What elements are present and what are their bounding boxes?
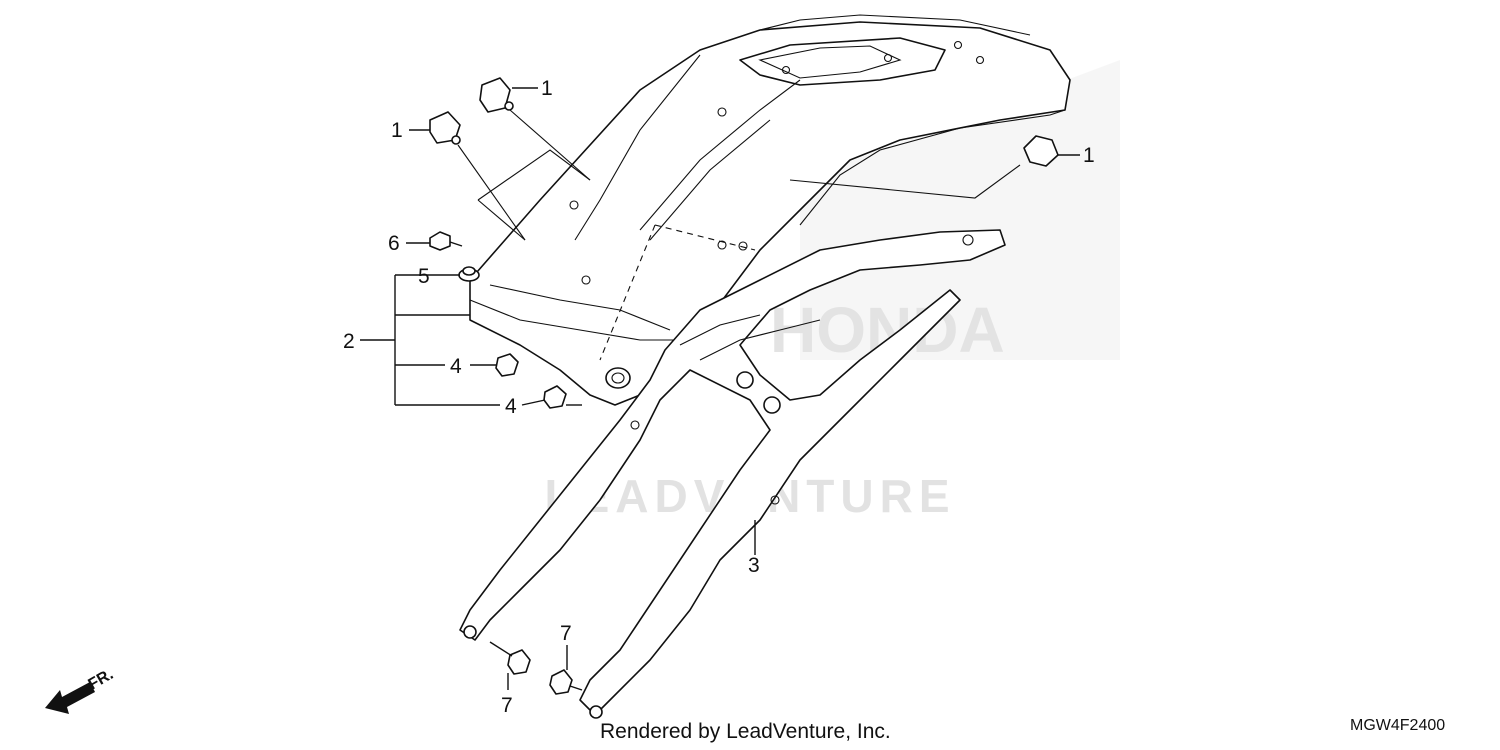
bolt-part-6 (429, 231, 463, 251)
nut-part-4-b (543, 385, 567, 409)
bolt-part-7-b (549, 669, 583, 695)
callout-4-upper: 4 (450, 355, 462, 378)
rear-frame-bracket (459, 229, 1006, 719)
callout-7-right: 7 (560, 622, 572, 645)
callout-2: 2 (343, 330, 355, 353)
callout-4-lower: 4 (505, 395, 517, 418)
clip-part-1-b (429, 111, 461, 145)
rear-fender (469, 14, 1071, 406)
callout-1-top: 1 (541, 77, 553, 100)
callout-7-left: 7 (501, 694, 513, 717)
diagram-code: MGW4F2400 (1350, 717, 1445, 734)
callout-5: 5 (418, 265, 430, 288)
grommet-part-5 (458, 266, 480, 282)
nut-part-4-a (495, 353, 519, 377)
leader-lines (360, 87, 1080, 690)
bolt-part-7-a (489, 641, 531, 675)
clip-part-1-a (479, 77, 514, 113)
callout-1-right: 1 (1083, 144, 1095, 167)
callout-1-left: 1 (391, 119, 403, 142)
rendered-by-text: Rendered by LeadVenture, Inc. (600, 720, 891, 743)
front-direction-arrow-icon: FR. (45, 666, 116, 714)
callouts: 1 1 1 6 5 2 4 4 3 7 7 (343, 77, 1095, 717)
callout-3: 3 (748, 554, 760, 577)
callout-6: 6 (388, 232, 400, 255)
